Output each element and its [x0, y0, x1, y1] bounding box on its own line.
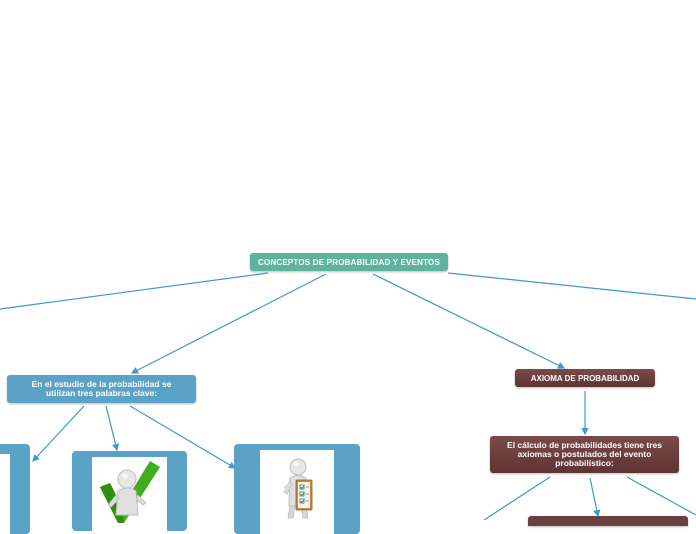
- image-card-right[interactable]: [234, 444, 360, 534]
- image-card-mid[interactable]: [72, 451, 187, 531]
- connector-calculo-to-left: [484, 477, 550, 520]
- topic-axioma-child-partial[interactable]: [528, 516, 688, 526]
- topic-calculo-de-probabilidades[interactable]: El cálculo de probabilidades tiene tres …: [490, 436, 679, 473]
- mind-map-canvas: CONCEPTOS DE PROBABILIDAD Y EVENTOS En e…: [0, 0, 696, 520]
- connector-root-to-offscreen-left: [0, 273, 268, 309]
- connector-root-to-axioma: [373, 274, 564, 368]
- connector-root-to-offscreen-right: [448, 273, 696, 299]
- connector-root-to-left-branch: [132, 274, 326, 373]
- topic-axioma-de-probabilidad[interactable]: AXIOMA DE PROBABILIDAD: [515, 369, 655, 387]
- connector-calculo-to-right: [627, 477, 696, 515]
- image-card-left[interactable]: [0, 444, 30, 534]
- topic-palabras-clave[interactable]: En el estudio de la probabilidad se util…: [7, 375, 196, 403]
- image-card-left-frame: [0, 454, 10, 534]
- root-topic[interactable]: CONCEPTOS DE PROBABILIDAD Y EVENTOS: [250, 253, 448, 271]
- person-with-checklist-icon: [260, 450, 334, 534]
- connector-left-branch-to-card-mid: [106, 406, 117, 450]
- image-card-right-frame: [260, 450, 334, 534]
- connector-calculo-to-mid: [590, 478, 598, 516]
